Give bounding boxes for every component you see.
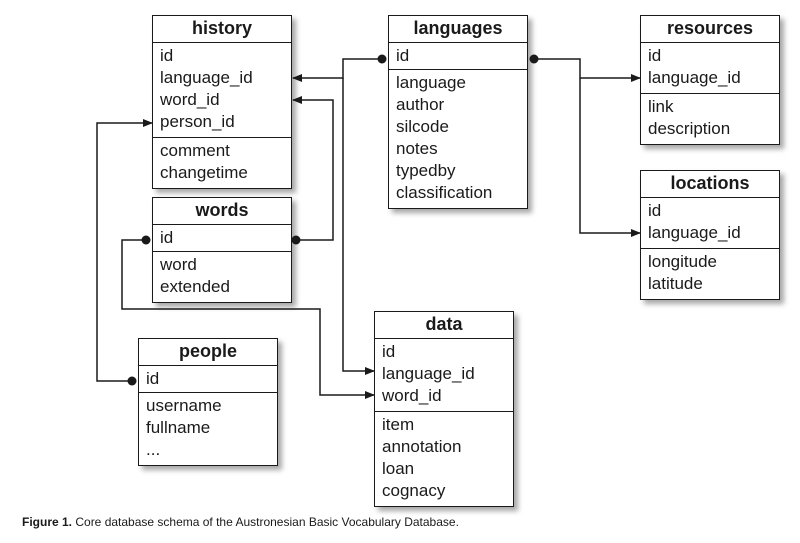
field-history-word-id: word_id (160, 90, 220, 109)
data-data-fields: item annotation loan cognacy (375, 412, 513, 506)
people-data-fields: username fullname ... (139, 393, 277, 465)
field-languages-id: id (389, 43, 527, 70)
field-data-id: id (382, 342, 396, 361)
field-data-language-id: language_id (382, 364, 475, 383)
link-words-to-data (121, 239, 375, 399)
locations-key-fields: id language_id (641, 198, 779, 249)
field-people-id: id (139, 366, 277, 393)
link-languages-to-resources (534, 58, 641, 82)
field-resources-description: description (648, 119, 731, 138)
pk-dot-languages-left (377, 54, 387, 64)
pk-dot-words-left (141, 235, 151, 245)
field-locations-longitude: longitude (648, 252, 718, 271)
field-locations-language-id: language_id (648, 223, 741, 242)
field-people-more: ... (146, 440, 161, 459)
pk-dot-words-right (291, 235, 301, 245)
table-languages: languages id language author silcode not… (388, 15, 528, 209)
table-history: history id language_id word_id person_id… (152, 15, 292, 189)
languages-data-fields: language author silcode notes typedby cl… (389, 70, 527, 208)
field-languages-author: author (396, 95, 445, 114)
resources-data-fields: link description (641, 94, 779, 144)
figure-label: Figure 1. (22, 515, 73, 529)
table-words: words id word extended (152, 197, 292, 303)
table-title-people: people (139, 339, 277, 366)
field-history-person-id: person_id (160, 112, 235, 131)
field-data-cognacy: cognacy (382, 481, 446, 500)
pk-dot-languages-right (529, 54, 539, 64)
words-data-fields: word extended (153, 252, 291, 302)
field-languages-typedby: typedby (396, 161, 456, 180)
field-history-id: id (160, 46, 174, 65)
history-data-fields: comment changetime (153, 138, 291, 188)
field-words-id: id (153, 225, 291, 252)
field-words-extended: extended (160, 277, 230, 296)
field-people-fullname: fullname (146, 418, 211, 437)
table-title-locations: locations (641, 171, 779, 198)
link-languages-to-locations (579, 78, 641, 237)
table-title-data: data (375, 312, 513, 339)
field-data-word-id: word_id (382, 386, 442, 405)
field-resources-link: link (648, 97, 674, 116)
figure-caption: Figure 1. Core database schema of the Au… (22, 515, 459, 529)
field-languages-language: language (396, 73, 466, 92)
table-data: data id language_id word_id item annotat… (374, 311, 514, 507)
data-key-fields: id language_id word_id (375, 339, 513, 412)
table-title-history: history (153, 16, 291, 43)
history-key-fields: id language_id word_id person_id (153, 43, 291, 138)
table-people: people id username fullname ... (138, 338, 278, 466)
field-languages-silcode: silcode (396, 117, 449, 136)
table-title-resources: resources (641, 16, 779, 43)
table-locations: locations id language_id longitude latit… (640, 170, 780, 300)
field-data-item: item (382, 415, 415, 434)
link-languages-to-data (342, 78, 375, 375)
field-people-username: username (146, 396, 222, 415)
field-resources-language-id: language_id (648, 68, 741, 87)
field-words-word: word (160, 255, 197, 274)
table-resources: resources id language_id link descriptio… (640, 15, 780, 145)
field-history-changetime: changetime (160, 163, 248, 182)
link-people-to-history (96, 119, 153, 382)
pk-dot-people (127, 376, 137, 386)
link-languages-to-history (292, 58, 382, 82)
field-languages-classification: classification (396, 183, 493, 202)
field-history-language-id: language_id (160, 68, 253, 87)
field-history-comment: comment (160, 141, 230, 160)
link-words-to-history (292, 96, 334, 241)
field-languages-notes: notes (396, 139, 438, 158)
resources-key-fields: id language_id (641, 43, 779, 94)
table-title-words: words (153, 198, 291, 225)
field-data-annotation: annotation (382, 437, 462, 456)
figure-caption-text: Core database schema of the Austronesian… (72, 515, 459, 529)
locations-data-fields: longitude latitude (641, 249, 779, 299)
field-locations-id: id (648, 201, 662, 220)
field-locations-latitude: latitude (648, 274, 703, 293)
field-resources-id: id (648, 46, 662, 65)
field-data-loan: loan (382, 459, 415, 478)
table-title-languages: languages (389, 16, 527, 43)
